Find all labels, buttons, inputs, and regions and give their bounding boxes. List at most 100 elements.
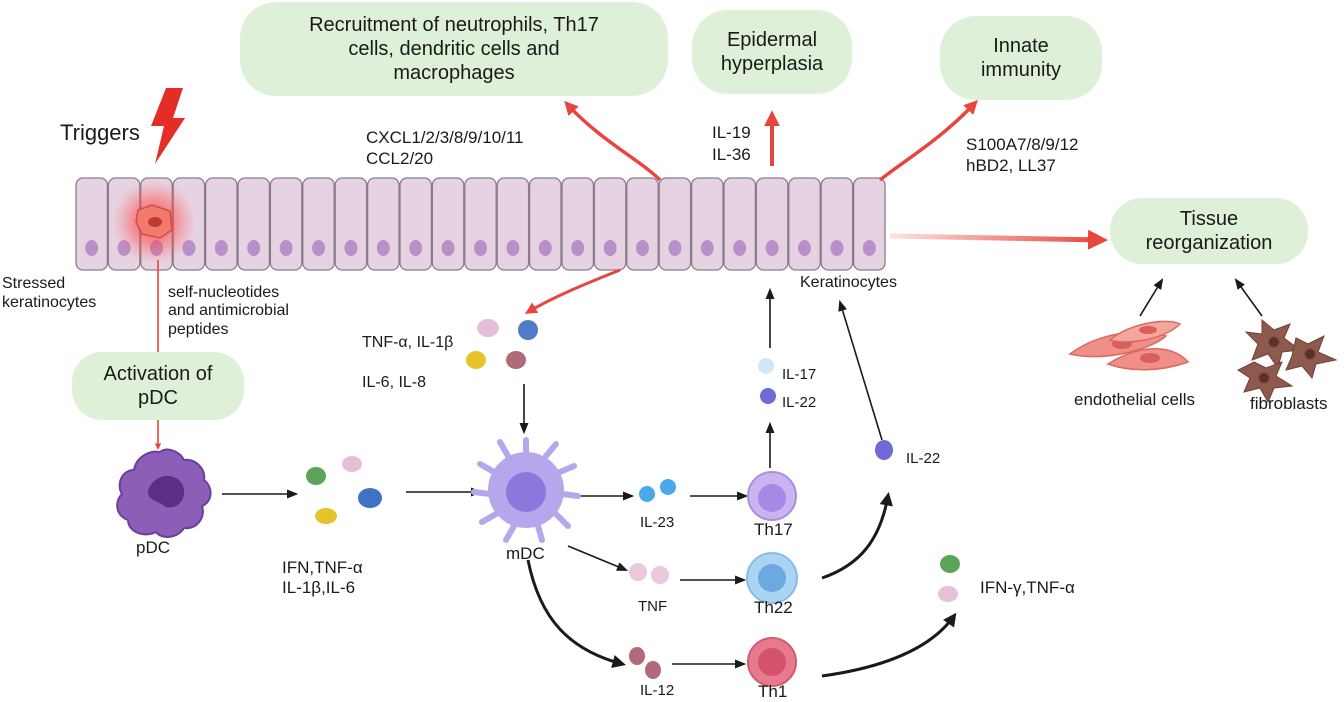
keratinocyte-nucleus — [571, 240, 585, 256]
keratinocyte-nucleus — [700, 240, 714, 256]
t-cell-th17-icon — [747, 471, 797, 521]
keratinocyte-nucleus — [506, 240, 520, 256]
keratinocyte-cell — [852, 177, 886, 271]
tnf-dot-2 — [651, 566, 669, 584]
keratinocyte-nucleus — [85, 240, 99, 256]
epidermal-hyperplasia-box: Epidermal hyperplasia — [692, 10, 852, 94]
il6-il8-label: IL-6, IL-8 — [362, 374, 427, 391]
arrow-il22-to-keratinocytes — [838, 299, 883, 441]
keratinocyte-nucleus — [409, 240, 423, 256]
keratinocyte-cell — [464, 177, 497, 271]
keratinocyte-cell — [302, 177, 335, 271]
stressed-keratinocyte-icon — [112, 180, 196, 264]
t-cell-th22-icon — [746, 552, 798, 604]
endothelial-cells-icon — [1068, 320, 1190, 371]
keratinocyte-nucleus — [765, 240, 779, 256]
keratinocyte-cell — [366, 177, 400, 271]
activation-pdc-box: Activation of pDC — [72, 352, 244, 420]
recruitment-box: Recruitment of neutrophils, Th17 cells, … — [240, 2, 668, 96]
tnf-il1b-label: TNF-α, IL-1β — [362, 334, 454, 351]
il22-th17-label: IL-22 — [782, 394, 817, 411]
ifn-green-dot — [306, 467, 326, 485]
keratinocyte-nucleus — [441, 240, 455, 256]
keratinocyte-nucleus — [279, 240, 293, 256]
keratinocyte-cell — [237, 177, 271, 271]
keratinocyte-cell — [658, 177, 692, 271]
keratinocyte-cell — [431, 177, 465, 271]
il6-dot — [466, 351, 486, 369]
keratinocyte-nucleus — [733, 240, 747, 256]
th17-label: Th17 — [754, 520, 793, 539]
arrow-mdc-to-tnf — [567, 545, 629, 571]
fibroblasts-icon — [1237, 318, 1338, 404]
ifng-green-dot — [940, 555, 960, 573]
pdc-cell-icon — [116, 448, 212, 538]
keratinocyte-nucleus — [474, 240, 487, 256]
keratinocyte-cell — [528, 177, 562, 271]
keratinocyte-nucleus — [830, 240, 844, 256]
epidermal-hyperplasia-text: Epidermal hyperplasia — [720, 29, 824, 75]
keratinocyte-cell — [204, 177, 238, 271]
il1b-dot — [518, 320, 538, 340]
keratinocyte-nucleus — [312, 240, 325, 256]
keratinocyte-nucleus — [798, 240, 811, 256]
arrow-endothelial-to-tissue — [1139, 278, 1164, 317]
pdc-label: pDC — [136, 538, 171, 557]
innate-immunity-text: Innate immunity — [980, 35, 1061, 81]
ifn-group-label: IFN,TNF-α IL-1β,IL-6 — [282, 558, 363, 597]
triggers-label: Triggers — [60, 120, 140, 145]
cytokine-dots — [306, 319, 960, 679]
arrow-to-cytokines — [524, 268, 621, 314]
amp-label: S100A7/8/9/12 hBD2, LL37 — [966, 135, 1079, 176]
stressed-keratinocytes-label: Stressed keratinocytes — [2, 275, 97, 312]
il17-dot — [758, 358, 774, 374]
il8-dot — [506, 351, 526, 369]
self-nucleotides-label: self-nucleotides and antimicrobial pepti… — [168, 284, 289, 338]
lightning-bolt-icon — [151, 88, 185, 164]
keratinocyte-cell — [334, 177, 368, 271]
keratinocyte-cell — [820, 177, 854, 271]
ifn-pink-dot — [342, 456, 362, 472]
mdc-label: mDC — [506, 544, 545, 563]
mdc-cell-icon — [471, 437, 581, 543]
keratinocyte-cell — [561, 177, 595, 271]
fibroblasts-label: fibroblasts — [1250, 394, 1328, 413]
keratinocyte-cell — [755, 177, 789, 271]
th1-label: Th1 — [758, 682, 788, 701]
keratinocyte-cell — [75, 177, 109, 271]
t-cell-th1-icon — [747, 637, 797, 687]
keratinocyte-cell — [690, 177, 724, 271]
arrow-mdc-to-il12 — [526, 559, 626, 669]
il12-dot-1 — [629, 647, 645, 665]
keratinocytes-label: Keratinocytes — [800, 274, 897, 291]
th22-label: Th22 — [754, 598, 793, 617]
keratinocyte-nucleus — [862, 240, 876, 256]
keratinocyte-cell — [723, 177, 757, 271]
tnf-dot-1 — [629, 563, 647, 581]
keratinocyte-nucleus — [214, 240, 228, 256]
tnf-label: TNF — [638, 598, 668, 615]
arrow-th22-to-il22 — [821, 492, 893, 580]
il12-label: IL-12 — [640, 682, 675, 699]
keratinocyte-cell — [626, 177, 659, 271]
ifn-yellow-dot — [315, 508, 337, 524]
recruitment-text: Recruitment of neutrophils, Th17 cells, … — [309, 14, 599, 84]
keratinocyte-nucleus — [603, 240, 617, 256]
arrow-fibroblasts-to-tissue — [1234, 278, 1263, 317]
il22-th22-label: IL-22 — [906, 450, 941, 467]
il17-label: IL-17 — [782, 366, 817, 383]
il22-dot — [875, 440, 893, 460]
innate-immunity-box: Innate immunity — [940, 16, 1102, 100]
il23-dot-1 — [639, 486, 655, 502]
keratinocyte-nucleus — [668, 240, 682, 256]
keratinocyte-cell — [399, 177, 433, 271]
activation-pdc-text: Activation of pDC — [103, 363, 213, 409]
arrow-to-tissue — [889, 229, 1108, 250]
arrow-to-innate — [878, 99, 978, 182]
tissue-reorganization-text: Tissue reorganization — [1145, 208, 1273, 254]
tnf-dot — [477, 319, 499, 337]
keratinocyte-cell — [593, 177, 627, 271]
chemokines-label: CXCL1/2/3/8/9/10/11 CCL2/20 — [366, 128, 524, 169]
